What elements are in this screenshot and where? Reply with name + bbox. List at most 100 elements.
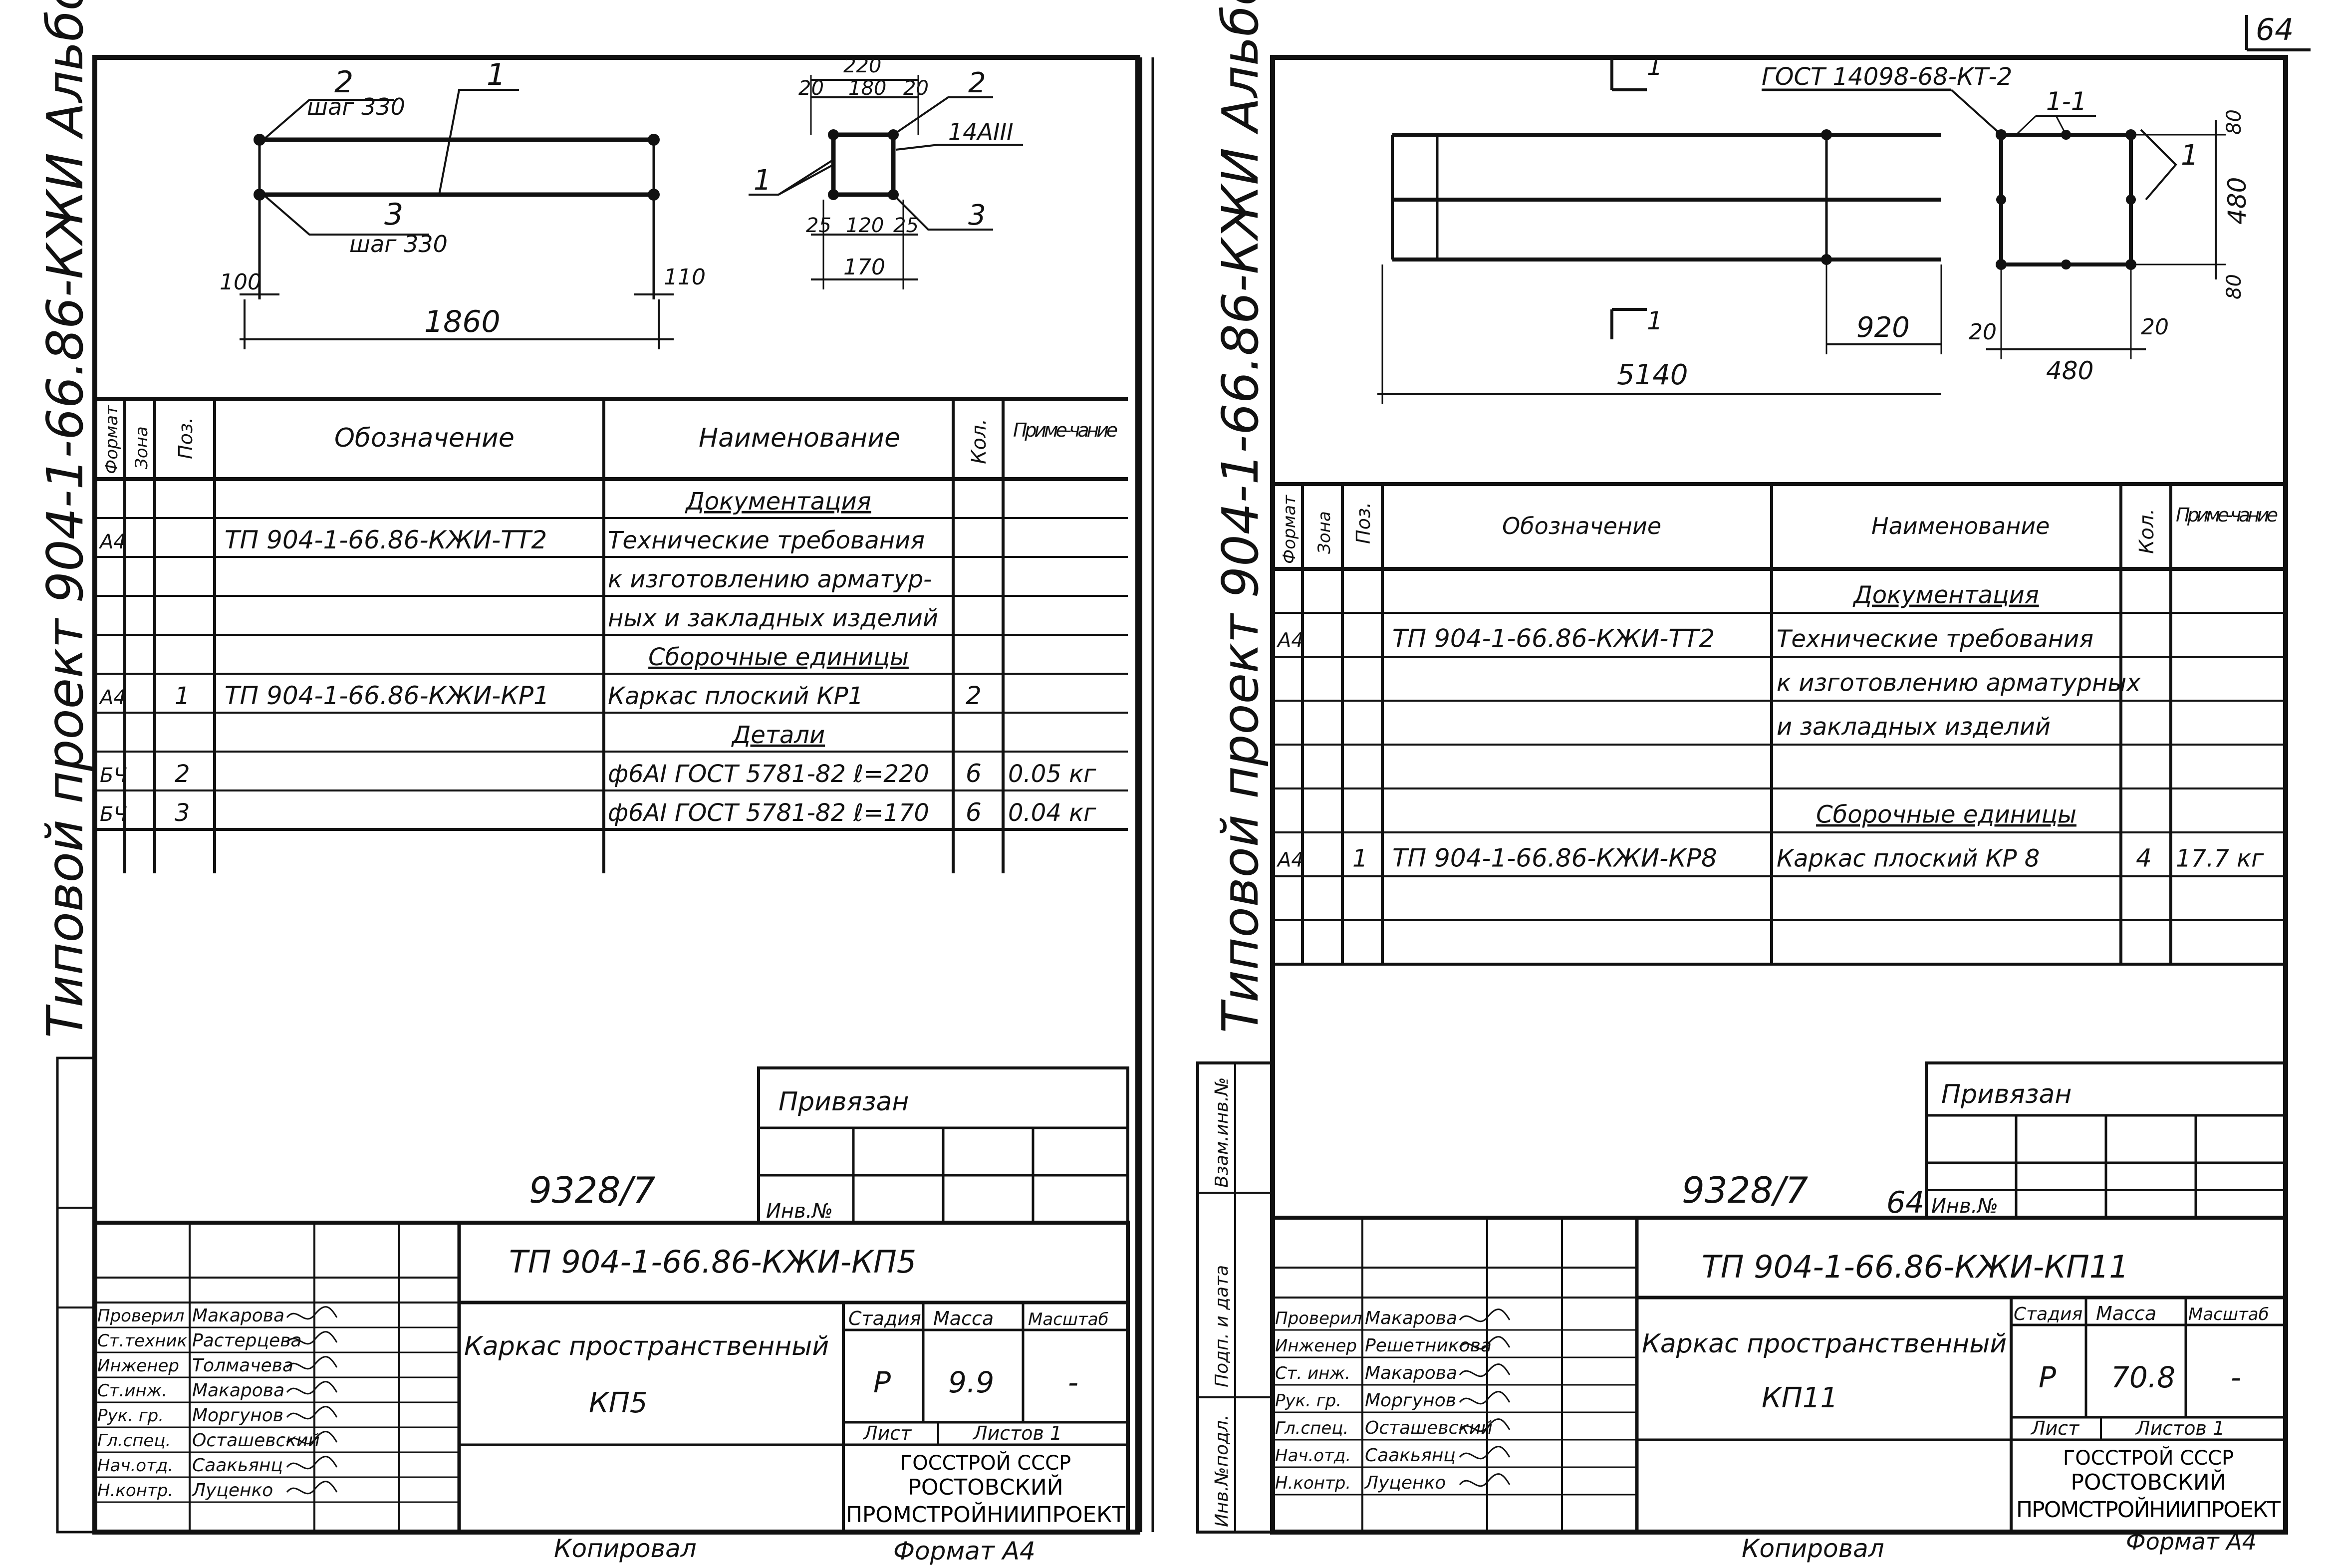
- right-org-1: ГОССТРОЙ СССР: [2063, 1446, 2234, 1470]
- right-inv-no: Инв.№: [1931, 1195, 1998, 1218]
- beam-top-bar-step: шаг 330: [307, 93, 405, 120]
- right-dim-480h: 480: [2223, 177, 2252, 225]
- beam-pos-2: 2: [334, 65, 353, 100]
- left-side-strip: [56, 1056, 96, 1534]
- right-album-no: 9328/7: [1682, 1169, 1808, 1211]
- right-col-pos: Поз.: [1352, 502, 1374, 544]
- right-signature-icon: [1459, 1336, 1511, 1350]
- right-dim-920: 920: [1856, 311, 1910, 344]
- left-beam-drawing: 1 2 шаг 330 3 шаг 330 100 110 1860: [220, 57, 706, 349]
- left-signer-name: Моргунов: [192, 1405, 283, 1426]
- left-row-qty: 2: [966, 681, 982, 710]
- right-dim-20a: 20: [1969, 319, 1997, 345]
- right-row-format: А4: [1276, 849, 1304, 872]
- left-signature-icon: [286, 1356, 338, 1370]
- left-signature-icon: [286, 1481, 338, 1495]
- left-row-format: БЧ: [100, 764, 127, 787]
- right-dim-80a: 80: [2223, 109, 2246, 135]
- left-row-name: Каркас плоский КР1: [608, 682, 863, 710]
- left-row-name: к изготовлению арматур-: [608, 565, 932, 593]
- section-pos-1: 1: [754, 164, 772, 197]
- right-signer-name: Макарова: [1365, 1363, 1457, 1383]
- left-row-name: Сборочные единицы: [648, 643, 909, 671]
- right-col-format: Формат: [1280, 495, 1299, 564]
- left-signer-role: Рук. гр.: [97, 1406, 164, 1426]
- right-row-name: Документация: [1852, 581, 2039, 609]
- right-stage-header: Стадия: [2014, 1304, 2082, 1324]
- right-signer-name: Моргунов: [1365, 1390, 1456, 1411]
- left-row-qty: 6: [966, 759, 982, 788]
- right-dim-5140: 5140: [1617, 359, 1688, 391]
- right-album-sheet: 64: [1886, 1185, 1924, 1220]
- left-org-2: РОСТОВСКИЙ: [908, 1474, 1063, 1500]
- left-row-format: А4: [98, 686, 126, 709]
- right-signer-role: Инженер: [1275, 1336, 1357, 1356]
- right-row-format: А4: [1276, 629, 1304, 652]
- right-col-zone: Зона: [1314, 511, 1334, 554]
- right-signature-icon: [1459, 1418, 1511, 1432]
- left-privyazan-block: Привязан Инв.№ 9328/7: [529, 1066, 1129, 1224]
- section-bar-spec: 14АIII: [948, 118, 1014, 145]
- right-mass: 70.8: [2111, 1360, 2175, 1394]
- right-privyazan-block: Привязан Инв.№ 9328/7 64: [1682, 1061, 2287, 1220]
- left-signature-icon: [286, 1306, 338, 1320]
- left-signer-role: Нач.отд.: [97, 1456, 173, 1476]
- left-section-drawing: 220 20 180 20 25 120 25 170 2 14АIII 1 3: [749, 54, 1023, 289]
- right-signer-role: Н.контр.: [1275, 1473, 1351, 1493]
- left-col-qty: Кол.: [968, 419, 991, 464]
- right-col-designation: Обозначение: [1502, 513, 1661, 539]
- section-dim-220: 220: [843, 54, 881, 77]
- left-row-format: А4: [98, 530, 126, 553]
- left-signer-role: Инженер: [97, 1356, 179, 1376]
- right-row-name: и закладных изделий: [1777, 713, 2051, 741]
- left-signature-icon: [286, 1431, 338, 1445]
- beam-length: 1860: [424, 304, 501, 339]
- section-dim-20a: 20: [798, 77, 824, 100]
- right-sheet-label: Лист: [2030, 1417, 2080, 1439]
- right-row-note: 17.7 кг: [2176, 845, 2264, 873]
- right-section-mark-top: 1: [1647, 52, 1663, 81]
- right-sheets-label: Листов 1: [2135, 1417, 2225, 1439]
- left-copied-by: Копировал: [554, 1534, 697, 1563]
- left-signature-icon: [286, 1381, 338, 1395]
- beam-pos-1: 1: [487, 57, 506, 92]
- section-dim-20b: 20: [903, 77, 929, 100]
- section-dim-25b: 25: [893, 214, 919, 237]
- left-row-pos: 1: [175, 682, 190, 710]
- right-format-label: Формат А4: [2126, 1528, 2257, 1555]
- right-stamp-inv-podl: Инв.№подл.: [1212, 1415, 1232, 1527]
- right-org-2: РОСТОВСКИЙ: [2071, 1469, 2226, 1495]
- right-signature-icon: [1459, 1308, 1511, 1322]
- right-row-name: Каркас плоский КР 8: [1777, 845, 2040, 873]
- right-signer-role: Гл.спец.: [1275, 1418, 1348, 1438]
- left-col-note: Приме-чание: [1013, 419, 1118, 441]
- right-signer-name: Саакьянц: [1365, 1445, 1456, 1466]
- section-pos-3: 3: [968, 199, 986, 232]
- section-dim-180: 180: [848, 77, 886, 100]
- left-row-name: Документация: [685, 488, 871, 516]
- left-signer-name: Макарова: [192, 1306, 284, 1326]
- right-dim-80b: 80: [2223, 274, 2246, 299]
- left-format-label: Формат А4: [893, 1537, 1036, 1566]
- right-row-pos: 1: [1352, 845, 1368, 873]
- left-col-designation: Обозначение: [334, 423, 515, 453]
- right-section-drawing: ГОСТ 14098-68-КТ-2 1-1 1 20 480 20 80 48…: [1762, 63, 2252, 385]
- right-signer-name: Решетникова: [1365, 1335, 1492, 1356]
- left-signature-icon: [286, 1456, 338, 1470]
- right-row-designation: ТП 904-1-66.86-КЖИ-ТТ2: [1392, 624, 1715, 653]
- right-row-name: Сборочные единицы: [1816, 801, 2076, 829]
- right-item-name: Каркас пространственный: [1642, 1329, 2007, 1359]
- left-signer-role: Проверил: [97, 1306, 184, 1326]
- left-row-format: БЧ: [100, 803, 127, 826]
- left-signer-name: Луценко: [191, 1480, 273, 1501]
- left-signer-role: Н.контр.: [97, 1481, 173, 1501]
- page-number: 64: [2256, 12, 2294, 47]
- left-signature-icon: [286, 1406, 338, 1420]
- right-scale-header: Масштаб: [2188, 1305, 2269, 1324]
- left-row-note: 0.04 кг: [1008, 799, 1096, 827]
- left-sheets-label: Листов 1: [972, 1422, 1062, 1444]
- left-row-name: Детали: [731, 721, 825, 749]
- right-doc-code: ТП 904-1-66.86-КЖИ-КП11: [1702, 1249, 2129, 1285]
